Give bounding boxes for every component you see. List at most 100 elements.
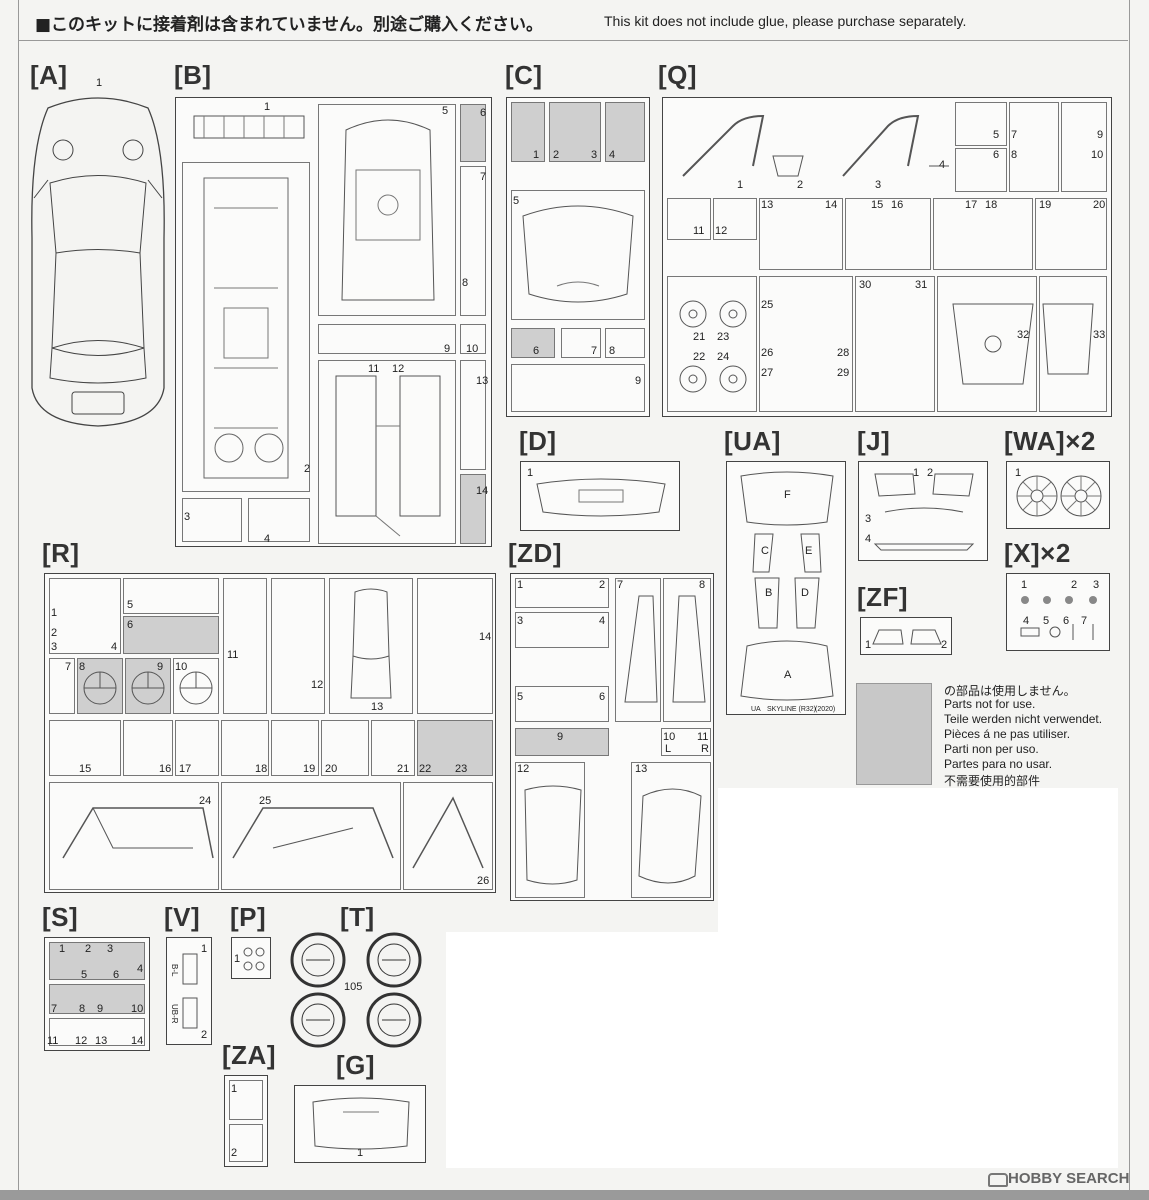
part-number: 1	[737, 179, 744, 191]
part-number: 12	[517, 763, 530, 775]
part-number: 5	[993, 129, 1000, 141]
part-number: 25	[259, 795, 272, 807]
sprue-q-discs	[667, 276, 757, 412]
part-number: 12	[311, 679, 324, 691]
part-number: 1	[231, 1083, 238, 1095]
sprue-r-part12	[271, 578, 325, 714]
window-letter: E	[805, 545, 813, 557]
sprue-c-part6	[511, 328, 555, 358]
window-sprue-footer: SKYLINE (R32)	[767, 706, 817, 713]
sprue-r-part15	[49, 720, 121, 776]
part-number: 8	[609, 345, 616, 357]
part-number: 1	[51, 607, 58, 619]
sprue-r-seat	[329, 578, 413, 714]
part-number: 28	[837, 347, 850, 359]
part-number: 1	[96, 77, 103, 89]
sprue-q-part5	[955, 102, 1007, 146]
sprue-q-part11	[667, 198, 711, 240]
part-number: 1	[59, 943, 66, 955]
sprue-zd-part1-2	[515, 578, 609, 608]
window-letter: C	[761, 545, 769, 557]
part-number: 14	[476, 485, 489, 497]
blank-area-bottom	[446, 932, 718, 1168]
part-number: 22	[419, 763, 432, 775]
sprue-c-part8	[605, 328, 645, 358]
part-number: 6	[1063, 615, 1070, 627]
sprue-za-part1	[229, 1080, 263, 1120]
sprue-label-za: [ZA]	[222, 1040, 276, 1070]
sprue-q-shafts	[855, 276, 935, 412]
sprue-zd-part5-6	[515, 686, 609, 722]
part-number: 13	[371, 701, 384, 713]
part-number: 33	[1093, 329, 1106, 341]
sprue-label-c: [C]	[505, 60, 543, 90]
part-number: 26	[477, 875, 490, 887]
part-number: 6	[113, 969, 120, 981]
sprue-label-j: [J]	[857, 426, 891, 456]
sprue-zd-part12	[515, 762, 585, 898]
part-number: 26	[761, 347, 774, 359]
part-number: 7	[480, 171, 487, 183]
engine-drawing	[193, 115, 305, 139]
subframe-drawing	[952, 303, 1094, 385]
part-number: 29	[837, 367, 850, 379]
sprue-label-q: [Q]	[658, 60, 698, 90]
part-number: 9	[97, 1003, 104, 1015]
sprue-c-hood	[511, 190, 645, 320]
part-number: 20	[1093, 199, 1106, 211]
part-number: 21	[397, 763, 410, 775]
sprue-r-part19	[271, 720, 319, 776]
sprue-b-chassis	[182, 162, 310, 492]
sprue-q-part19-20	[1035, 198, 1107, 270]
part-number: 21	[693, 331, 706, 343]
part-number: 3	[1093, 579, 1100, 591]
sprue-q-part12	[713, 198, 757, 240]
sprue-zd-part9-unused	[515, 728, 609, 756]
part-number: 2	[941, 639, 948, 651]
sprue-r-part20	[321, 720, 369, 776]
sprue-g: 1	[294, 1085, 426, 1163]
part-number: 4	[865, 533, 872, 545]
window-set-drawing	[740, 471, 834, 701]
sprue-r-part16	[123, 720, 173, 776]
part-number: 11	[693, 225, 705, 237]
part-number: 2	[1071, 579, 1078, 591]
sprue-c-part2-3	[549, 102, 601, 162]
sprue-label-p: [P]	[230, 902, 267, 932]
part-number: 2	[304, 463, 311, 475]
part-number: 3	[875, 179, 882, 191]
sprue-r-part17	[175, 720, 219, 776]
legend-line-zh: 不需要使用的部件	[944, 774, 1041, 788]
part-number: 1	[527, 467, 534, 479]
sprue-b-part13	[460, 360, 486, 470]
sprue-zd-part3-4	[515, 612, 609, 648]
sprue-q-part9-10	[1061, 102, 1107, 192]
part-number: 7	[65, 661, 72, 673]
sprue-zd-part7	[615, 578, 661, 722]
sprue-s-row1	[49, 942, 145, 980]
sprue-label-t: [T]	[340, 902, 375, 932]
part-number: 13	[95, 1035, 108, 1047]
part-number: 23	[455, 763, 468, 775]
part-number: 13	[476, 375, 489, 387]
car-logo-icon	[988, 1173, 1008, 1187]
part-number: 11	[697, 731, 709, 743]
part-number: 9	[444, 343, 451, 355]
sprue-j: 1 2 3 4	[858, 461, 988, 561]
sprue-b-part14-unused	[460, 474, 486, 544]
legend-line-it: Parti non per uso.	[944, 742, 1039, 756]
part-number: 19	[1039, 199, 1052, 211]
sprue-label-d: [D]	[519, 426, 557, 456]
sprue-r-cage24	[49, 782, 219, 890]
sprue-r-part6-unused	[123, 616, 219, 654]
part-number: 9	[1097, 129, 1104, 141]
part-number: 18	[255, 763, 268, 775]
part-number: 10	[175, 661, 188, 673]
sprue-b-part7	[460, 166, 486, 316]
part-number: 12	[75, 1035, 88, 1047]
sprue-label-zf: [ZF]	[857, 582, 909, 612]
part-number: 5	[513, 195, 520, 207]
sprue-label-v: [V]	[164, 902, 201, 932]
sprue-r-part21	[371, 720, 415, 776]
legend-line-jp: の部品は使用しません。	[944, 684, 1076, 698]
